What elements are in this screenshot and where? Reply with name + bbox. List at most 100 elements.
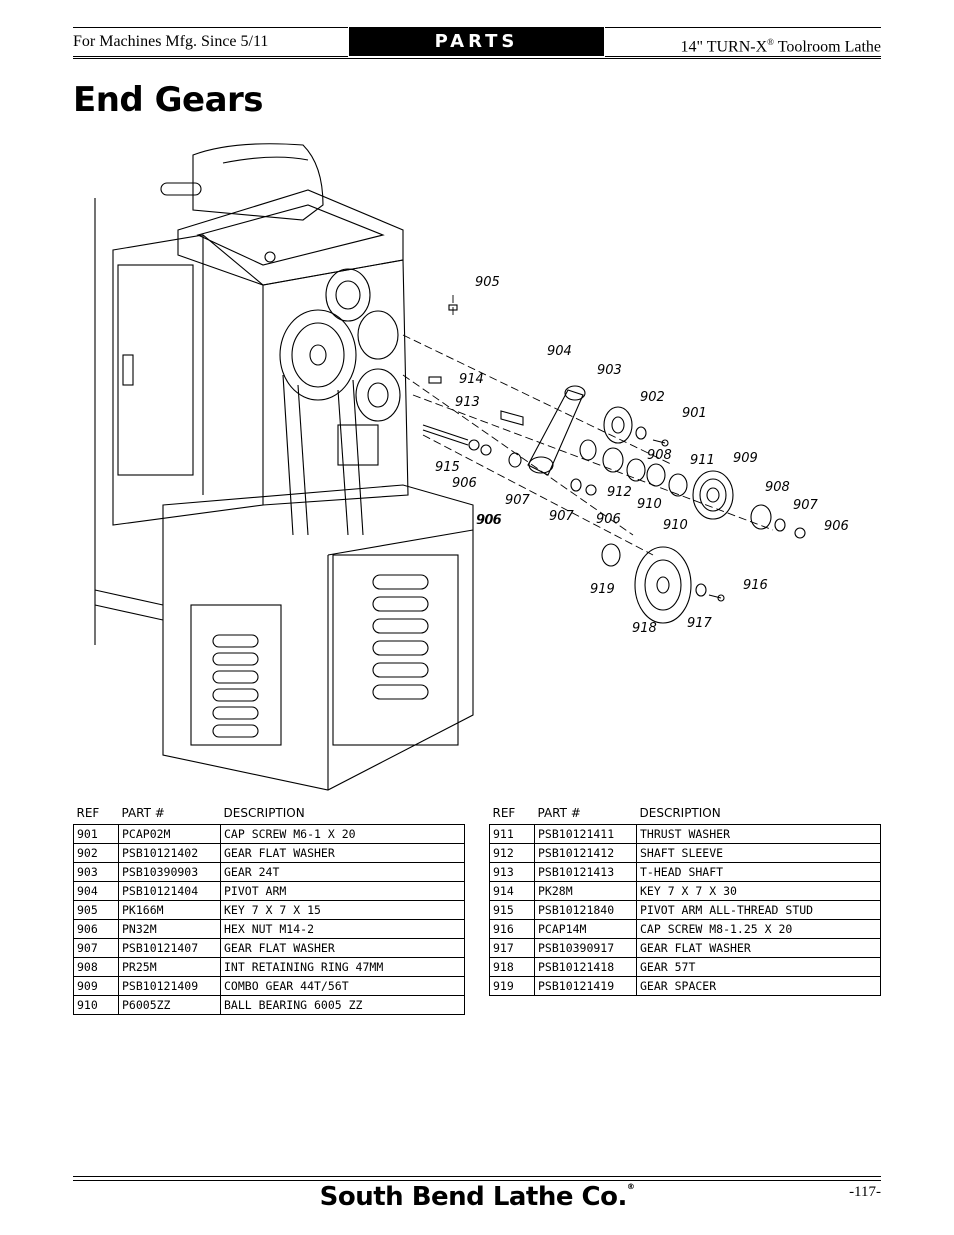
callout-903: 903 — [597, 363, 622, 378]
cell-ref: 911 — [489, 824, 535, 844]
page-header: For Machines Mfg. Since 5/11 PARTS 14" T… — [73, 27, 881, 59]
cell-ref: 914 — [489, 881, 535, 901]
cell-description: GEAR FLAT WASHER — [220, 843, 465, 863]
cell-ref: 902 — [73, 843, 119, 863]
cell-ref: 912 — [489, 843, 535, 863]
cell-ref: 916 — [489, 919, 535, 939]
cell-description: HEX NUT M14-2 — [220, 919, 465, 939]
cell-part-number: PSB10390903 — [118, 862, 221, 882]
cell-ref: 908 — [73, 957, 119, 977]
cell-description: CAP SCREW M8-1.25 X 20 — [636, 919, 881, 939]
cell-part-number: PSB10121840 — [534, 900, 637, 920]
cell-part-number: PSB10121409 — [118, 976, 221, 996]
header-rule — [73, 58, 881, 59]
callout-906-b: 906 — [476, 513, 501, 528]
callout-907-b: 907 — [549, 509, 575, 524]
callout-909: 909 — [733, 451, 758, 466]
callout-labels: 905 904 903 902 901 914 913 915 906 906 … — [435, 275, 849, 636]
cell-ref: 907 — [73, 938, 119, 958]
callout-906-a: 906 — [452, 476, 477, 491]
callout-907-a: 907 — [505, 493, 531, 508]
cell-part-number: PSB10121402 — [118, 843, 221, 863]
callout-904: 904 — [547, 344, 572, 359]
callout-911: 911 — [690, 453, 715, 468]
callout-910-b: 910 — [663, 518, 688, 533]
cell-part-number: PK166M — [118, 900, 221, 920]
cell-part-number: PSB10121418 — [534, 957, 637, 977]
page-number: -117- — [849, 1184, 881, 1200]
callout-913: 913 — [455, 395, 480, 410]
cell-description: PIVOT ARM — [220, 881, 465, 901]
cell-description: PIVOT ARM ALL-THREAD STUD — [636, 900, 881, 920]
cell-description: INT RETAINING RING 47MM — [220, 957, 465, 977]
callout-916: 916 — [743, 578, 768, 593]
callout-908-b: 908 — [765, 480, 790, 495]
callout-915: 915 — [435, 460, 460, 475]
callout-919: 919 — [590, 582, 615, 597]
cell-part-number: PSB10121412 — [534, 843, 637, 863]
cell-description: COMBO GEAR 44T/56T — [220, 976, 465, 996]
exploded-view-drawing: 905 904 903 902 901 914 913 915 906 906 … — [94, 143, 849, 791]
cell-part-number: PN32M — [118, 919, 221, 939]
header-model-name: 14" TURN-X — [680, 38, 768, 56]
page-title: End Gears — [73, 80, 264, 120]
col-part-number: PART # — [537, 805, 581, 820]
cell-description: GEAR SPACER — [636, 976, 881, 996]
col-description: DESCRIPTION — [639, 805, 721, 820]
footer-rule-bottom — [73, 1180, 881, 1181]
cell-description: GEAR 57T — [636, 957, 881, 977]
header-model: 14" TURN-X® Toolroom Lathe — [605, 27, 881, 57]
callout-917: 917 — [687, 616, 713, 631]
footer-rule-top — [73, 1176, 881, 1177]
callout-908-a: 908 — [647, 448, 672, 463]
col-description: DESCRIPTION — [223, 805, 305, 820]
cell-ref: 915 — [489, 900, 535, 920]
callout-906-d: 906 — [824, 519, 849, 534]
cell-ref: 919 — [489, 976, 535, 996]
cell-ref: 917 — [489, 938, 535, 958]
callout-905: 905 — [475, 275, 500, 290]
callout-918: 918 — [632, 621, 657, 636]
cell-ref: 906 — [73, 919, 119, 939]
cell-part-number: PSB10121411 — [534, 824, 637, 844]
cell-part-number: PR25M — [118, 957, 221, 977]
brand-name: South Bend Lathe Co. — [319, 1182, 628, 1212]
cell-description: KEY 7 X 7 X 15 — [220, 900, 465, 920]
cell-description: KEY 7 X 7 X 30 — [636, 881, 881, 901]
cell-ref: 904 — [73, 881, 119, 901]
cell-ref: 905 — [73, 900, 119, 920]
brand-reg-mark: ® — [626, 1182, 635, 1191]
col-ref: REF — [76, 805, 100, 820]
cell-part-number: PSB10121404 — [118, 881, 221, 901]
cell-part-number: PSB10390917 — [534, 938, 637, 958]
callout-906-c: 906 — [596, 512, 621, 527]
callout-912: 912 — [607, 485, 632, 500]
cell-description: T-HEAD SHAFT — [636, 862, 881, 882]
cell-description: THRUST WASHER — [636, 824, 881, 844]
brand-logo-text: South Bend Lathe Co.® — [0, 1182, 954, 1212]
cell-part-number: PSB10121407 — [118, 938, 221, 958]
table-header-row: REF PART # DESCRIPTION — [490, 804, 881, 825]
cell-part-number: PK28M — [534, 881, 637, 901]
end-gears-diagram: 905 904 903 902 901 914 913 915 906 906 … — [73, 135, 881, 795]
header-machines-date: For Machines Mfg. Since 5/11 — [73, 27, 348, 57]
cell-description: GEAR FLAT WASHER — [636, 938, 881, 958]
cell-description: GEAR FLAT WASHER — [220, 938, 465, 958]
